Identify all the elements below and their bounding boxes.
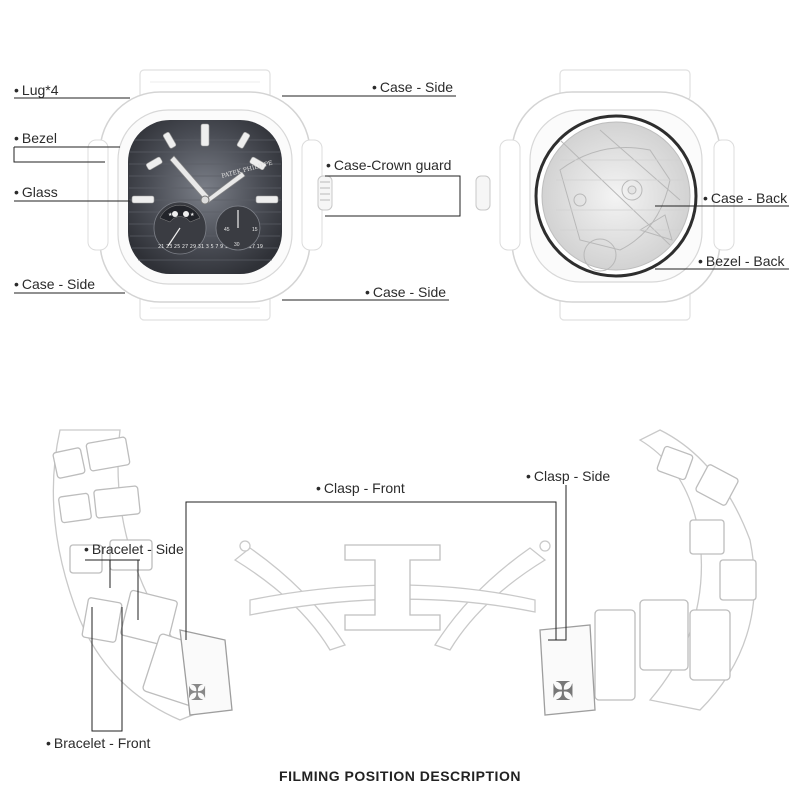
label-bracelet-front: •Bracelet - Front	[46, 735, 151, 751]
svg-text:★: ★	[168, 212, 173, 218]
subdial-left-nums: 21 23 25 27 29 31 3 5 7 9 11 13 15 17 19	[158, 244, 263, 250]
label-bezel-back: •Bezel - Back	[698, 253, 785, 269]
svg-text:✠: ✠	[552, 676, 574, 706]
watch-hands	[169, 155, 246, 205]
label-lug: •Lug*4	[14, 82, 59, 98]
label-case-back: •Case - Back	[703, 190, 788, 206]
subdial-right-45: 45	[224, 227, 230, 233]
label-bracelet-side: •Bracelet - Side	[84, 541, 184, 557]
label-glass: •Glass	[14, 184, 58, 200]
leader-lines	[13, 95, 789, 732]
svg-text:✠: ✠	[188, 680, 206, 705]
label-case-side-left: •Case - Side	[14, 276, 96, 292]
svg-text:★: ★	[190, 212, 195, 218]
label-clasp-front: •Clasp - Front	[316, 480, 405, 496]
subdial-right-30: 30	[234, 242, 240, 248]
watch-front: PATEK PHILIPPE ★ ★ 21 23 25 27 29 31 3 5…	[87, 69, 333, 321]
subdial-date: ★ ★ 21 23 25 27 29 31 3 5 7 9 11 13 15 1…	[153, 201, 263, 255]
label-bezel: •Bezel	[14, 130, 57, 146]
subdial-seconds: 45 15 30	[215, 205, 261, 251]
label-clasp-side: •Clasp - Side	[526, 468, 611, 484]
watch-back	[475, 69, 735, 321]
label-case-side-top: •Case - Side	[372, 79, 454, 95]
label-crown-guard: •Case-Crown guard	[326, 157, 452, 173]
case-back-glass	[541, 121, 691, 271]
label-case-side-bottom: •Case - Side	[365, 284, 447, 300]
subdial-right-15: 15	[252, 227, 258, 233]
hour-markers	[131, 123, 279, 204]
bracelet-clasp: ✠ ✠	[52, 429, 757, 721]
footer-title: FILMING POSITION DESCRIPTION	[279, 768, 521, 784]
